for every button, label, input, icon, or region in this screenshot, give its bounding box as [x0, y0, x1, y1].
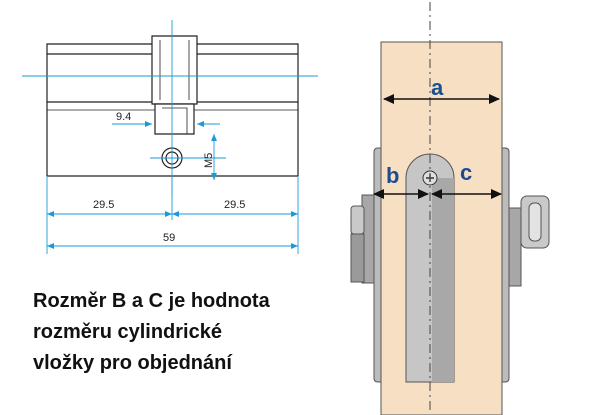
label-b: b — [386, 163, 399, 188]
dim-a-arrow-left — [383, 94, 394, 104]
caption-line-2: rozměru cylindrické — [33, 321, 222, 343]
caption-line-3: vložky pro objednání — [33, 352, 232, 374]
label-c: c — [460, 160, 472, 185]
caption-line-1: Rozměr B a C je hodnota — [33, 290, 270, 312]
left-escutcheon — [373, 147, 382, 383]
dim-m5-label: M5 — [203, 153, 215, 168]
dim-9-4-label: 9.4 — [116, 111, 131, 123]
guide-lines — [22, 20, 318, 254]
dim-c-arrow-left — [431, 189, 442, 199]
dim-b-arrow-right — [418, 189, 429, 199]
dim-total-59-label: 59 — [163, 232, 175, 244]
right-knob-base — [508, 207, 522, 287]
left-knob-base-lower — [350, 233, 365, 283]
cylinder-plate-shadow — [432, 178, 454, 382]
dim-left-29-5-label: 29.5 — [93, 199, 114, 211]
left-knob — [350, 205, 365, 235]
dim-a-arrow-right — [489, 94, 500, 104]
dim-right-29-5-label: 29.5 — [224, 199, 245, 211]
door-section: a b c — [350, 2, 550, 415]
dim-c-arrow-right — [491, 189, 502, 199]
dimension-arrows — [47, 121, 298, 249]
right-knob-inner — [528, 202, 542, 242]
right-escutcheon — [501, 147, 510, 383]
cam-block — [151, 35, 198, 135]
technical-drawing: 9.4 M5 29.5 29.5 59 — [22, 20, 318, 254]
dim-b-arrow-left — [373, 189, 384, 199]
label-a: a — [431, 75, 444, 100]
caption-text: Rozměr B a C je hodnota rozměru cylindri… — [33, 286, 353, 379]
